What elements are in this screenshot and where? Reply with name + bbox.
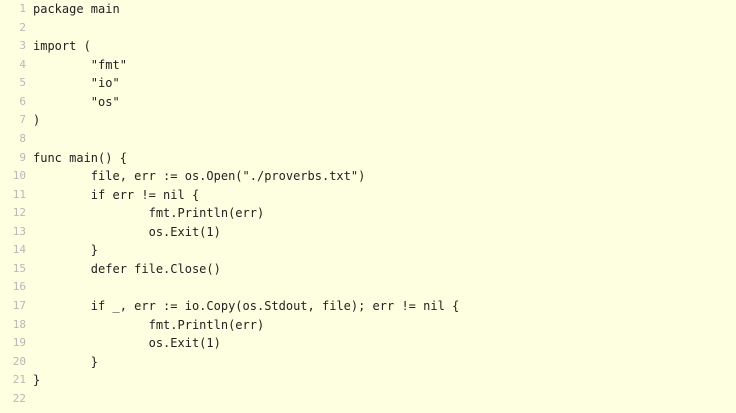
line-number: 17	[12, 299, 26, 312]
line-number: 14	[12, 243, 26, 257]
line-text: if _, err := io.Copy(os.Stdout, file); e…	[33, 299, 460, 313]
line-number: 21	[12, 373, 26, 387]
code-line: 1 package main	[0, 0, 459, 19]
line-text: }	[33, 373, 41, 388]
line-number: 8	[19, 131, 26, 145]
code-line: 4 "fmt"	[0, 56, 459, 75]
line-text: )	[33, 113, 41, 128]
line-number: 3	[19, 39, 26, 53]
line-text: "fmt"	[33, 57, 127, 72]
line-number: 19	[12, 336, 26, 350]
line-text: func main() {	[33, 150, 127, 165]
line-number: 4	[19, 57, 26, 71]
code-line: 20 }	[0, 353, 459, 372]
line-text: fmt.Println(err)	[33, 206, 265, 221]
code-line: 11 if err != nil {	[0, 186, 459, 205]
code-line: 17 if _, err := io.Copy(os.Stdout, file)…	[0, 297, 460, 316]
code-line: 12 fmt.Println(err)	[0, 204, 459, 223]
line-number: 10	[12, 169, 26, 183]
line-text: }	[33, 354, 99, 369]
line-text: os.Exit(1)	[33, 224, 221, 239]
line-text: }	[33, 243, 99, 258]
line-text: os.Exit(1)	[33, 336, 221, 351]
line-number: 2	[19, 20, 26, 34]
line-text: "os"	[33, 94, 120, 109]
code-line: 6 "os"	[0, 93, 459, 112]
line-text: fmt.Println(err)	[33, 317, 265, 332]
line-number: 9	[19, 150, 26, 164]
line-number: 6	[19, 94, 26, 108]
code-line: 21}	[0, 371, 459, 390]
line-text: import (	[33, 39, 91, 54]
code-line: 19 os.Exit(1)	[0, 334, 459, 353]
line-number: 16	[12, 280, 26, 294]
code-line: 5 "io"	[0, 74, 459, 93]
code-line: 18 fmt.Println(err)	[0, 316, 459, 335]
line-number: 7	[19, 113, 26, 127]
code-line: 2	[0, 19, 459, 38]
line-number: 13	[12, 224, 26, 238]
code-line: 14 }	[0, 241, 459, 260]
line-number: 11	[12, 187, 26, 201]
code-line: 16	[0, 278, 459, 297]
line-number: 15	[12, 261, 26, 275]
line-text: "io"	[33, 76, 120, 91]
code-line: 9 func main() {	[0, 149, 459, 168]
line-number: 22	[12, 391, 26, 405]
line-number: 12	[12, 206, 26, 220]
code-line: 22	[0, 390, 459, 409]
line-text: package main	[33, 2, 120, 16]
code-line: 8	[0, 130, 459, 149]
line-number: 18	[12, 317, 26, 331]
code-line: 15 defer file.Close()	[0, 260, 459, 279]
code-line: 7)	[0, 111, 459, 130]
line-text: if err != nil {	[33, 187, 200, 202]
line-number: 20	[12, 354, 26, 368]
line-number: 5	[19, 76, 26, 90]
line-number: 1	[19, 2, 26, 15]
line-text: defer file.Close()	[33, 261, 221, 276]
code-line: 3 import (	[0, 37, 459, 56]
code-line: 10 file, err := os.Open("./proverbs.txt"…	[0, 167, 459, 186]
code-line: 13 os.Exit(1)	[0, 223, 459, 242]
line-text: file, err := os.Open("./proverbs.txt")	[33, 169, 366, 184]
